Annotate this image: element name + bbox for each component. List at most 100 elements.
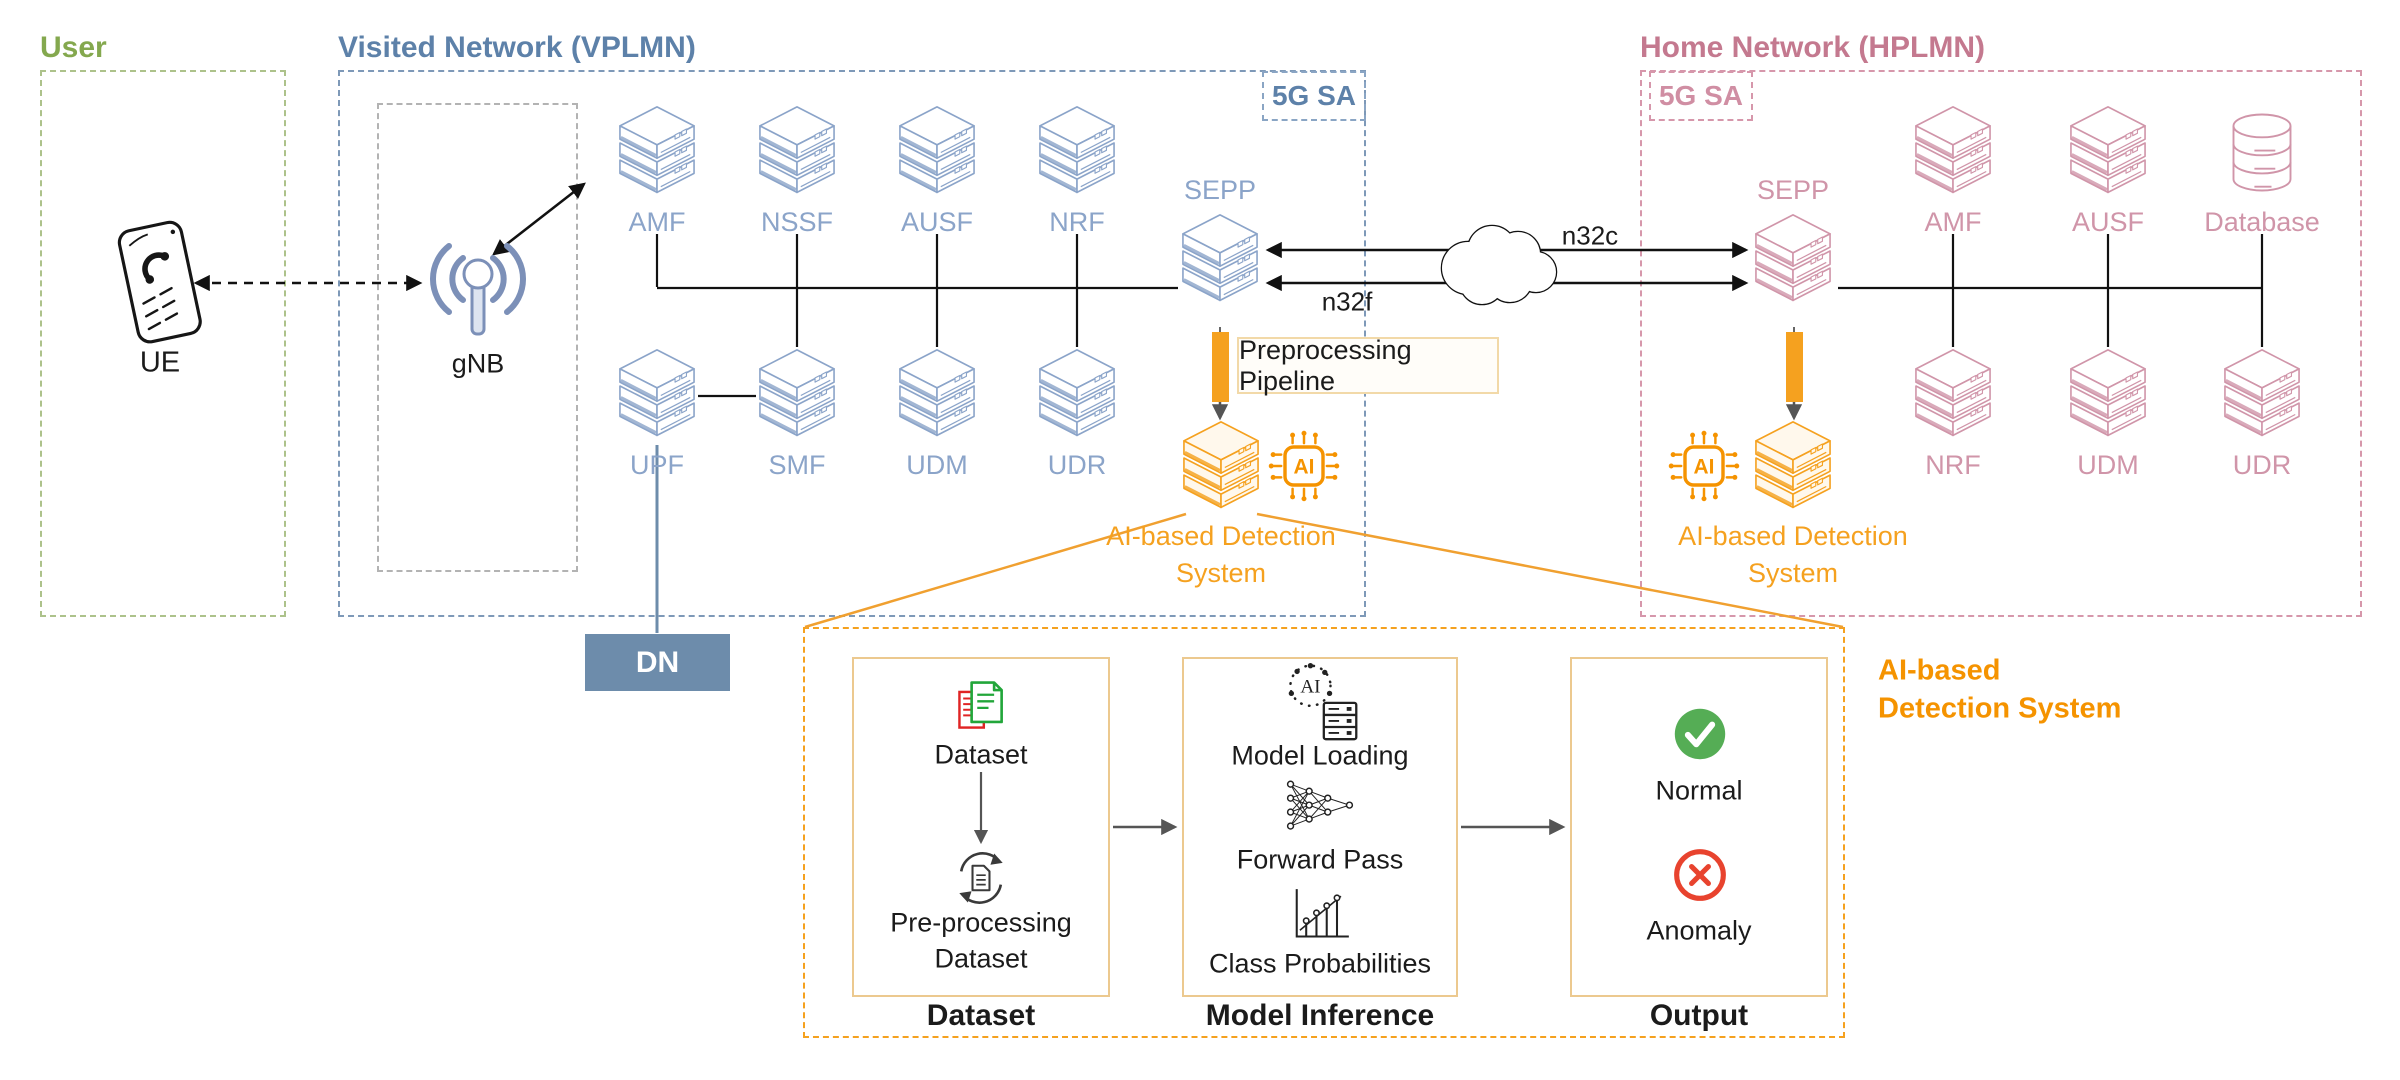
node-vplmn-sepp: SEPP [1180,175,1260,308]
dataset-item-label: Dataset [934,739,1028,770]
server-icon [617,348,697,443]
detail-panel-box [803,627,1845,1038]
server-icon [1753,213,1833,308]
node-vplmn-ausf: AUSF [897,105,977,237]
gnb-icon [423,222,533,342]
server-icon [1037,348,1117,443]
node-hplmn-ai-detection: AI-based Detection System [1678,420,1908,588]
ai-detection-label: AI-based Detection System [1678,521,1908,588]
server-icon [1913,105,1993,200]
server-icon [2068,105,2148,200]
preprocessing-bar-v [1212,332,1229,402]
normal-label: Normal [1655,775,1743,806]
normal-check-icon [1672,706,1728,762]
ai-chip-icon-vplmn [1266,428,1342,504]
vplmn-5gsa-badge: 5G SA [1262,71,1366,121]
forward-pass-icon [1272,778,1368,840]
n32f-label: n32f [1321,286,1373,317]
preprocessing-item-label-line2: Dataset [934,943,1028,974]
vplmn-bus-lines [655,234,1178,398]
class-probabilities-icon [1282,886,1362,946]
detail-inference-column [1182,657,1458,997]
ai-chip-icon-hplmn [1666,428,1742,504]
node-label: UDR [1047,450,1107,480]
server-icon [2068,348,2148,443]
node-label: AMF [1924,207,1982,237]
node-label: SEPP [1183,175,1257,205]
node-hplmn-ausf: AUSF [2068,105,2148,237]
server-icon [1037,105,1117,200]
ai-server-icon [1181,420,1261,515]
detail-output-column [1570,657,1828,997]
server-icon [757,348,837,443]
dataset-docs-icon [951,676,1011,736]
node-label: NRF [1925,450,1981,480]
server-icon [1913,348,1993,443]
node-vplmn-udr: UDR [1037,348,1117,480]
node-label: Database [2204,207,2320,237]
server-icon [617,105,697,200]
dn-box: DN [585,634,730,691]
gnb-label: gNB [451,348,505,379]
ue-icon [115,218,205,348]
node-vplmn-amf: AMF [617,105,697,237]
model-loading-icon [1278,659,1362,743]
hplmn-5gsa-badge: 5G SA [1649,71,1753,121]
node-label: UDR [2232,450,2292,480]
detail-flow-arrows [973,772,1566,845]
node-hplmn-udm: UDM [2068,348,2148,480]
detail-side-title-line1: AI-based [1878,654,2001,687]
node-label: UDM [2077,450,2139,480]
node-label: AUSF [900,207,974,237]
model-loading-label: Model Loading [1231,740,1409,771]
output-column-caption: Output [1649,999,1749,1032]
node-label: NSSF [760,207,834,237]
server-icon [2222,348,2302,443]
preprocessing-pipeline-label: Preprocessing Pipeline [1237,335,1499,396]
node-label: NRF [1049,207,1105,237]
node-hplmn-amf: AMF [1913,105,1993,237]
detail-side-title-line2: Detection System [1878,692,2122,725]
node-vplmn-smf: SMF [757,348,837,480]
node-label: SMF [768,450,826,480]
preprocessing-refresh-icon [948,845,1014,911]
class-probabilities-label: Class Probabilities [1208,948,1432,979]
hplmn-region-box [1640,70,2362,617]
hplmn-region-title: Home Network (HPLMN) [1640,31,1986,64]
n32c-label: n32c [1561,220,1619,251]
anomaly-cross-icon [1672,847,1728,903]
user-region-title: User [40,31,107,64]
inference-column-caption: Model Inference [1205,999,1435,1032]
vplmn-region-title: Visited Network (VPLMN) [338,31,696,64]
ai-server-icon [1753,420,1833,515]
database-icon [2222,105,2302,200]
server-icon [757,105,837,200]
server-icon [897,348,977,443]
preprocessing-bar-h [1786,332,1803,402]
node-label: SEPP [1756,175,1830,205]
node-hplmn-udr: UDR [2222,348,2302,480]
cloud-icon [1440,224,1558,306]
preprocessing-item-label-line1: Pre-processing [890,907,1072,938]
anomaly-label: Anomaly [1646,915,1752,946]
node-hplmn-nrf: NRF [1913,348,1993,480]
server-icon [1180,213,1260,308]
node-label: AMF [628,207,686,237]
user-region-box [40,70,286,617]
node-label: UPF [630,450,684,480]
ue-label: UE [139,346,181,379]
node-label: AUSF [2071,207,2145,237]
node-vplmn-nrf: NRF [1037,105,1117,237]
node-vplmn-upf: UPF [617,348,697,480]
ai-detection-label: AI-based Detection System [1106,521,1336,588]
gnb-inner-box [377,103,578,572]
node-vplmn-ai-detection: AI-based Detection System [1106,420,1336,588]
dataset-column-caption: Dataset [926,999,1036,1032]
node-vplmn-nssf: NSSF [757,105,837,237]
hplmn-bus-lines [1838,234,2264,347]
gnb-amf-link [492,182,586,256]
server-icon [897,105,977,200]
detail-expansion-lines [804,512,1844,629]
